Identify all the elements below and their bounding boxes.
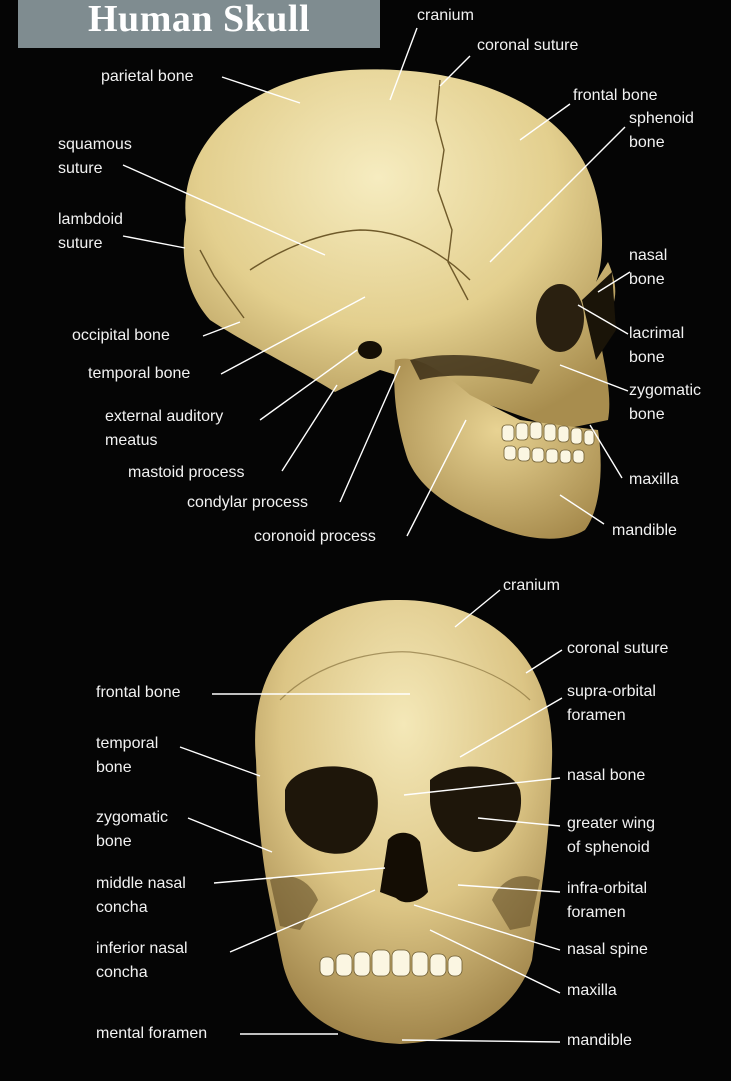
label-frontal-frontal-bone: frontal bone (96, 681, 181, 705)
label-frontal-zygomatic-bone: zygomatic bone (96, 806, 168, 854)
label-frontal-nasal-spine: nasal spine (567, 938, 648, 962)
label-frontal-temporal-bone: temporal bone (96, 732, 158, 780)
label-lateral-cranium: cranium (417, 4, 474, 28)
label-lateral-zygomatic-bone: zygomatic bone (629, 379, 701, 427)
label-lateral-temporal-bone: temporal bone (88, 362, 190, 386)
label-frontal-coronal-suture: coronal suture (567, 637, 668, 661)
label-lateral-sphenoid-bone: sphenoid bone (629, 107, 694, 155)
label-lateral-parietal-bone: parietal bone (101, 65, 194, 89)
label-frontal-greater-wing-of-sphenoid: greater wing of sphenoid (567, 812, 655, 860)
lateral-orbit (536, 284, 584, 352)
label-lateral-lacrimal-bone: lacrimal bone (629, 322, 684, 370)
label-lateral-frontal-bone: frontal bone (573, 84, 658, 108)
frontal-skull (255, 600, 552, 1044)
lateral-ear-opening (358, 341, 382, 359)
label-lateral-coronal-suture: coronal suture (477, 34, 578, 58)
label-frontal-maxilla: maxilla (567, 979, 617, 1003)
label-lateral-external-auditory-meatus: external auditory meatus (105, 405, 223, 453)
label-lateral-mastoid-process: mastoid process (128, 461, 245, 485)
lateral-skull (184, 69, 616, 538)
label-lateral-lambdoid-suture: lambdoid suture (58, 208, 123, 256)
label-frontal-cranium: cranium (503, 574, 560, 598)
label-lateral-coronoid-process: coronoid process (254, 525, 376, 549)
label-lateral-condylar-process: condylar process (187, 491, 308, 515)
label-frontal-inferior-nasal-concha: inferior nasal concha (96, 937, 188, 985)
label-lateral-occipital-bone: occipital bone (72, 324, 170, 348)
label-frontal-nasal-bone: nasal bone (567, 764, 645, 788)
label-lateral-mandible: mandible (612, 519, 677, 543)
label-lateral-maxilla: maxilla (629, 468, 679, 492)
label-frontal-supra-orbital-foramen: supra-orbital foramen (567, 680, 656, 728)
label-frontal-middle-nasal-concha: middle nasal concha (96, 872, 186, 920)
label-lateral-squamous-suture: squamous suture (58, 133, 132, 181)
label-frontal-mandible: mandible (567, 1029, 632, 1053)
label-lateral-nasal-bone: nasal bone (629, 244, 667, 292)
label-frontal-infra-orbital-foramen: infra-orbital foramen (567, 877, 647, 925)
label-frontal-mental-foramen: mental foramen (96, 1022, 207, 1046)
